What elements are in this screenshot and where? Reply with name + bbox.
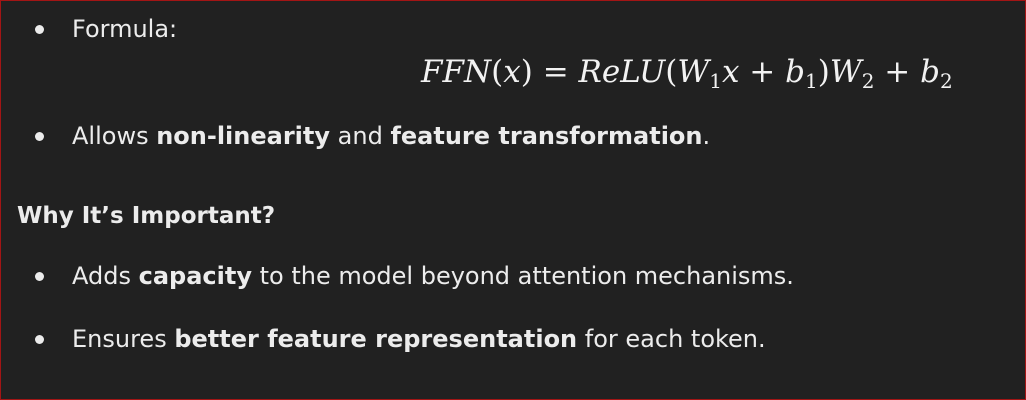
text-pre: Allows	[72, 122, 157, 150]
formula-rparen-2: )	[817, 54, 830, 90]
formula-x-2: x	[721, 54, 740, 90]
formula-w1: W	[677, 54, 710, 90]
formula-rparen: )	[520, 54, 533, 90]
formula-ffn: FFN	[421, 54, 492, 90]
bullet-formula: Formula:	[35, 14, 177, 44]
bullet-dot	[35, 24, 44, 34]
bullet-capacity-text: Adds capacity to the model beyond attent…	[72, 261, 794, 291]
formula-lparen: (	[491, 54, 504, 90]
bullet-dot	[35, 334, 44, 344]
text-pre: Ensures	[72, 325, 175, 353]
formula-relu: ReLU	[578, 54, 666, 90]
bullet-capacity: Adds capacity to the model beyond attent…	[35, 261, 794, 291]
formula-b2: b	[920, 54, 940, 90]
formula-sub-b1: 1	[805, 69, 818, 93]
text-pre: Adds	[72, 262, 139, 290]
text-mid: and	[330, 122, 391, 150]
formula-lparen-2: (	[665, 54, 678, 90]
formula-sub-b2: 2	[940, 69, 953, 93]
text-bold-representation: better feature representation	[174, 325, 578, 353]
text-post: .	[702, 122, 711, 150]
bullet-representation-text: Ensures better feature representation fo…	[72, 324, 766, 354]
text-bold-capacity: capacity	[138, 262, 252, 290]
formula-equals: =	[532, 54, 579, 90]
text-bold-feature-transformation: feature transformation	[390, 122, 703, 150]
formula-plus-2: +	[874, 54, 921, 90]
bullet-dot	[35, 131, 44, 141]
text-post: to the model beyond attention mechanisms…	[251, 262, 794, 290]
ffn-formula: FFN(x) = ReLU(W1x + b1)W2 + b2	[421, 51, 981, 93]
formula-sub-1: 1	[709, 69, 722, 93]
section-heading: Why It’s Important?	[17, 203, 276, 229]
text-bold-nonlinearity: non-linearity	[156, 122, 331, 150]
formula-sub-2: 2	[861, 69, 875, 93]
formula-w2: W	[829, 54, 862, 90]
bullet-dot	[35, 271, 44, 281]
formula-x: x	[503, 54, 521, 90]
bullet-representation: Ensures better feature representation fo…	[35, 324, 766, 354]
bullet-allows-text: Allows non-linearity and feature transfo…	[72, 121, 710, 151]
bullet-formula-label: Formula:	[72, 15, 178, 43]
formula-b1: b	[785, 54, 805, 90]
bullet-allows: Allows non-linearity and feature transfo…	[35, 121, 710, 151]
formula-plus: +	[739, 54, 786, 90]
text-post: for each token.	[577, 325, 766, 353]
